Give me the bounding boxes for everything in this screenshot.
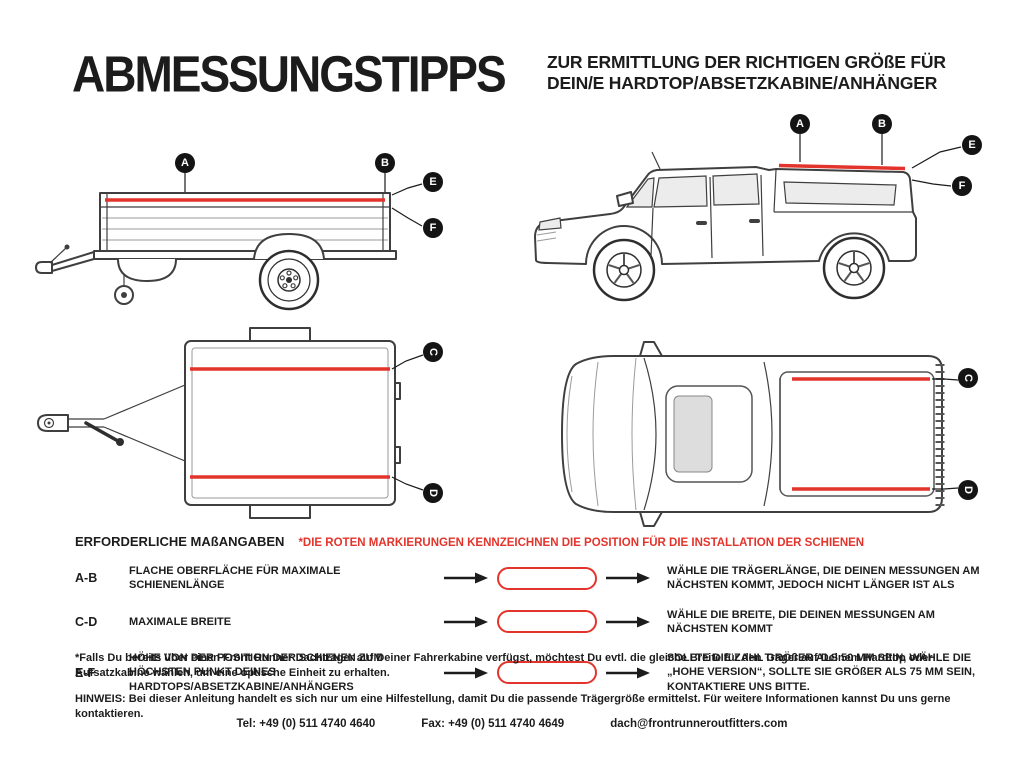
trailer-drawbar-top bbox=[37, 384, 186, 462]
truck-details bbox=[536, 151, 764, 259]
measure-row-cd: C-D MAXIMALE BREITE WÄHLE DIE BREITE, DI… bbox=[75, 608, 995, 637]
marker-e: E bbox=[391, 172, 443, 196]
page-subtitle: ZUR ERMITTLUNG DER RICHTIGEN GRÖßE FÜR D… bbox=[547, 52, 946, 95]
marker-c: C bbox=[391, 342, 443, 370]
row-result: WÄHLE DIE TRÄGERLÄNGE, DIE DEINEN MESSUN… bbox=[667, 565, 980, 592]
trailer-box-top bbox=[184, 340, 401, 506]
windshield bbox=[625, 177, 655, 208]
footnote-asterisk: *Falls Du bereits über einen Front Runne… bbox=[75, 652, 933, 679]
side-mirror bbox=[639, 511, 663, 527]
marker-c-letter: C bbox=[962, 374, 974, 382]
marker-f-letter: F bbox=[959, 180, 966, 192]
row-result: SOLLTE DIE ZAHL GRÖßER ALS 50 MM SEIN, W… bbox=[667, 652, 976, 693]
truck-top-details bbox=[566, 357, 945, 511]
truck-bed-canopy-top bbox=[779, 371, 935, 497]
footnote-hinweis: HINWEIS: Bei dieser Anleitung handelt es… bbox=[75, 692, 951, 720]
page-title: ABMESSUNGSTIPPS bbox=[72, 45, 507, 103]
measure-row-ef: E-F HÖHE VON DER POSITION DER SCHIENEN Z… bbox=[75, 651, 995, 694]
fax-label: Fax: +49 (0) 511 4740 4649 bbox=[421, 718, 565, 730]
marker-b: B bbox=[375, 153, 395, 192]
wheel-fender bbox=[253, 233, 325, 260]
arrow-right-icon bbox=[444, 667, 488, 679]
marker-a-letter: A bbox=[796, 118, 804, 130]
left-fender bbox=[117, 258, 177, 282]
footnotes: *Falls Du bereits über einen Front Runne… bbox=[75, 651, 1005, 721]
rear-door-window bbox=[712, 173, 760, 206]
trailer-body bbox=[93, 192, 397, 260]
footer-contact: Tel: +49 (0) 511 4740 4640 Fax: +49 (0) … bbox=[0, 718, 1024, 730]
trailer-wheel bbox=[253, 233, 325, 311]
email-label: dach@frontrunneroutfitters.com bbox=[610, 718, 788, 730]
arrow-right-icon bbox=[444, 572, 488, 584]
marker-d-letter: D bbox=[962, 486, 974, 494]
row-code: C-D bbox=[75, 614, 98, 629]
marker-c: C bbox=[932, 368, 978, 388]
measure-row-ab: A-B FLACHE OBERFLÄCHE FÜR MAXIMALE SCHIE… bbox=[75, 564, 995, 593]
measurement-input-ef[interactable] bbox=[497, 661, 597, 685]
arrow-right-icon bbox=[606, 667, 650, 679]
door-handle bbox=[696, 221, 707, 225]
headlight bbox=[538, 217, 562, 231]
trailer-top-view-diagram: C D bbox=[37, 327, 443, 519]
marker-b-letter: B bbox=[878, 118, 886, 130]
row-label: FLACHE OBERFLÄCHE FÜR MAXIMALE SCHIENENL… bbox=[129, 565, 341, 592]
truck-canopy bbox=[773, 163, 913, 213]
subtitle-line-1: ZUR ERMITTLUNG DER RICHTIGEN GRÖßE FÜR bbox=[547, 52, 946, 72]
marker-a-letter: A bbox=[181, 157, 189, 169]
marker-c-letter: C bbox=[427, 348, 439, 356]
marker-f: F bbox=[391, 207, 443, 238]
marker-d-letter: D bbox=[427, 489, 439, 497]
row-label: MAXIMALE BREITE bbox=[129, 615, 232, 628]
top-panel-tab bbox=[249, 327, 311, 342]
measurement-heading-row: ERFORDERLICHE MAßANGABEN *DIE ROTEN MARK… bbox=[75, 534, 995, 549]
arrow-right-icon bbox=[606, 572, 650, 584]
marker-e-letter: E bbox=[968, 139, 975, 151]
marker-d: D bbox=[391, 476, 443, 503]
trailer-side-view-diagram: A B E F bbox=[35, 153, 443, 311]
canopy-window bbox=[783, 181, 897, 206]
marker-e-letter: E bbox=[429, 176, 436, 188]
marker-a: A bbox=[790, 114, 810, 162]
truck-side-view-diagram: A B E F bbox=[534, 114, 982, 302]
row-code: E-F bbox=[75, 665, 96, 680]
row-result: WÄHLE DIE BREITE, DIE DEINEN MESSUNGEN A… bbox=[667, 608, 935, 635]
trailer-drawbar bbox=[35, 244, 134, 305]
antenna bbox=[651, 151, 661, 170]
marker-f-letter: F bbox=[430, 222, 437, 234]
sunroof bbox=[673, 395, 713, 473]
marker-a: A bbox=[175, 153, 195, 192]
truck-top-view-diagram: C D bbox=[561, 341, 978, 527]
measurement-input-cd[interactable] bbox=[497, 610, 597, 634]
measurement-heading: ERFORDERLICHE MAßANGABEN bbox=[75, 534, 285, 549]
side-mirror bbox=[639, 341, 663, 357]
marker-d: D bbox=[932, 480, 978, 500]
front-door-window bbox=[653, 175, 708, 208]
arrow-right-icon bbox=[444, 616, 488, 628]
truck-wheels bbox=[592, 236, 886, 302]
measurement-section: ERFORDERLICHE MAßANGABEN *DIE ROTEN MARK… bbox=[75, 534, 995, 694]
brake-lever bbox=[84, 421, 120, 443]
marker-e: E bbox=[911, 135, 982, 169]
marker-f: F bbox=[911, 176, 972, 196]
door-handle bbox=[749, 219, 760, 223]
subtitle-line-2: DEIN/E HARDTOP/ABSETZKABINE/ANHÄNGER bbox=[547, 73, 938, 94]
rear-window-top bbox=[763, 361, 773, 507]
measurement-input-ab[interactable] bbox=[497, 566, 597, 590]
bottom-panel-tab bbox=[249, 504, 311, 519]
row-label: HÖHE VON DER POSITION DER SCHIENEN ZUM H… bbox=[129, 652, 383, 693]
marker-b: B bbox=[872, 114, 892, 165]
row-code: A-B bbox=[75, 571, 98, 586]
rail-position-red-line bbox=[778, 163, 906, 171]
side-mirror bbox=[616, 191, 634, 207]
arrow-right-icon bbox=[606, 616, 650, 628]
tel-label: Tel: +49 (0) 511 4740 4640 bbox=[236, 718, 376, 730]
windshield-top bbox=[643, 357, 657, 511]
hitch-coupler bbox=[35, 261, 53, 274]
marker-b-letter: B bbox=[381, 157, 389, 169]
red-markings-note: *DIE ROTEN MARKIERUNGEN KENNZEICHNEN DIE… bbox=[298, 537, 865, 549]
